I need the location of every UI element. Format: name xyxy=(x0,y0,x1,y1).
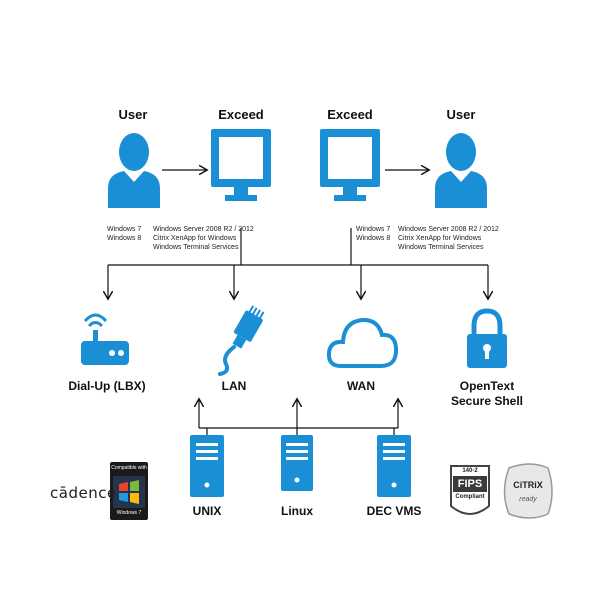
user-right-server-list: Windows Server 2008 R2 / 2012 Citrix Xen… xyxy=(398,225,499,252)
server-linux-icon xyxy=(281,435,313,491)
server-line: Windows Terminal Services xyxy=(153,244,239,251)
user-left-os-list: Windows 7 Windows 8 xyxy=(107,225,141,243)
opentext-line1: OpenText xyxy=(459,379,515,393)
fips-bottom-text: Compliant xyxy=(455,494,485,500)
exceed-right-title: Exceed xyxy=(327,107,373,122)
exceed-left-title: Exceed xyxy=(218,107,264,122)
exceed-right-os-list: Windows 7 Windows 8 xyxy=(356,225,390,243)
server-line: Windows Server 2008 R2 / 2012 xyxy=(153,226,254,233)
server-line: Windows Terminal Services xyxy=(398,244,484,251)
modem-icon xyxy=(81,313,129,365)
win7-badge-top-text: Compatible with xyxy=(111,465,147,471)
opentext-label: OpenText Secure Shell xyxy=(432,379,542,409)
padlock-icon xyxy=(467,308,507,368)
monitor-left-icon xyxy=(211,129,271,201)
lower-connector-lines xyxy=(199,400,398,435)
os-line: Windows 7 xyxy=(356,226,391,233)
user-right-icon xyxy=(435,133,487,208)
server-line: Citrix XenApp for Windows xyxy=(398,235,482,242)
user-left-title: User xyxy=(118,107,148,122)
server-line: Citrix XenApp for Windows xyxy=(153,235,237,242)
lan-label: LAN xyxy=(221,379,247,393)
user-right-title: User xyxy=(446,107,476,122)
citrix-ready-logo xyxy=(503,463,553,519)
fips-compliant-logo xyxy=(450,465,490,515)
lan-cable-icon xyxy=(218,305,265,376)
fips-mid-text: FIPS xyxy=(457,478,483,490)
server-decvms-icon xyxy=(377,435,411,497)
linux-label: Linux xyxy=(281,504,313,518)
citrix-bottom-text: ready xyxy=(519,496,537,503)
server-line: Windows Server 2008 R2 / 2012 xyxy=(398,226,499,233)
os-line: Windows 8 xyxy=(356,235,391,242)
decvms-label: DEC VMS xyxy=(366,504,422,518)
opentext-line2: Secure Shell xyxy=(450,394,524,408)
win7-badge-bottom-text: Windows 7 xyxy=(116,510,142,516)
monitor-right-icon xyxy=(320,129,380,201)
dialup-label: Dial-Up (LBX) xyxy=(68,379,146,393)
os-line: Windows 8 xyxy=(107,235,142,242)
fips-top-text: 140-2 xyxy=(462,468,478,474)
cadence-logo: cādence xyxy=(50,484,117,502)
user-left-icon xyxy=(108,133,160,208)
upper-connector-lines xyxy=(108,228,488,298)
exceed-left-server-list: Windows Server 2008 R2 / 2012 Citrix Xen… xyxy=(153,225,254,252)
windows7-compatible-logo xyxy=(110,462,148,520)
wan-label: WAN xyxy=(347,379,375,393)
unix-label: UNIX xyxy=(192,504,222,518)
os-line: Windows 7 xyxy=(107,226,142,233)
citrix-top-text: CiTRiX xyxy=(513,480,543,490)
cloud-icon xyxy=(326,317,399,368)
server-unix-icon xyxy=(190,435,224,497)
